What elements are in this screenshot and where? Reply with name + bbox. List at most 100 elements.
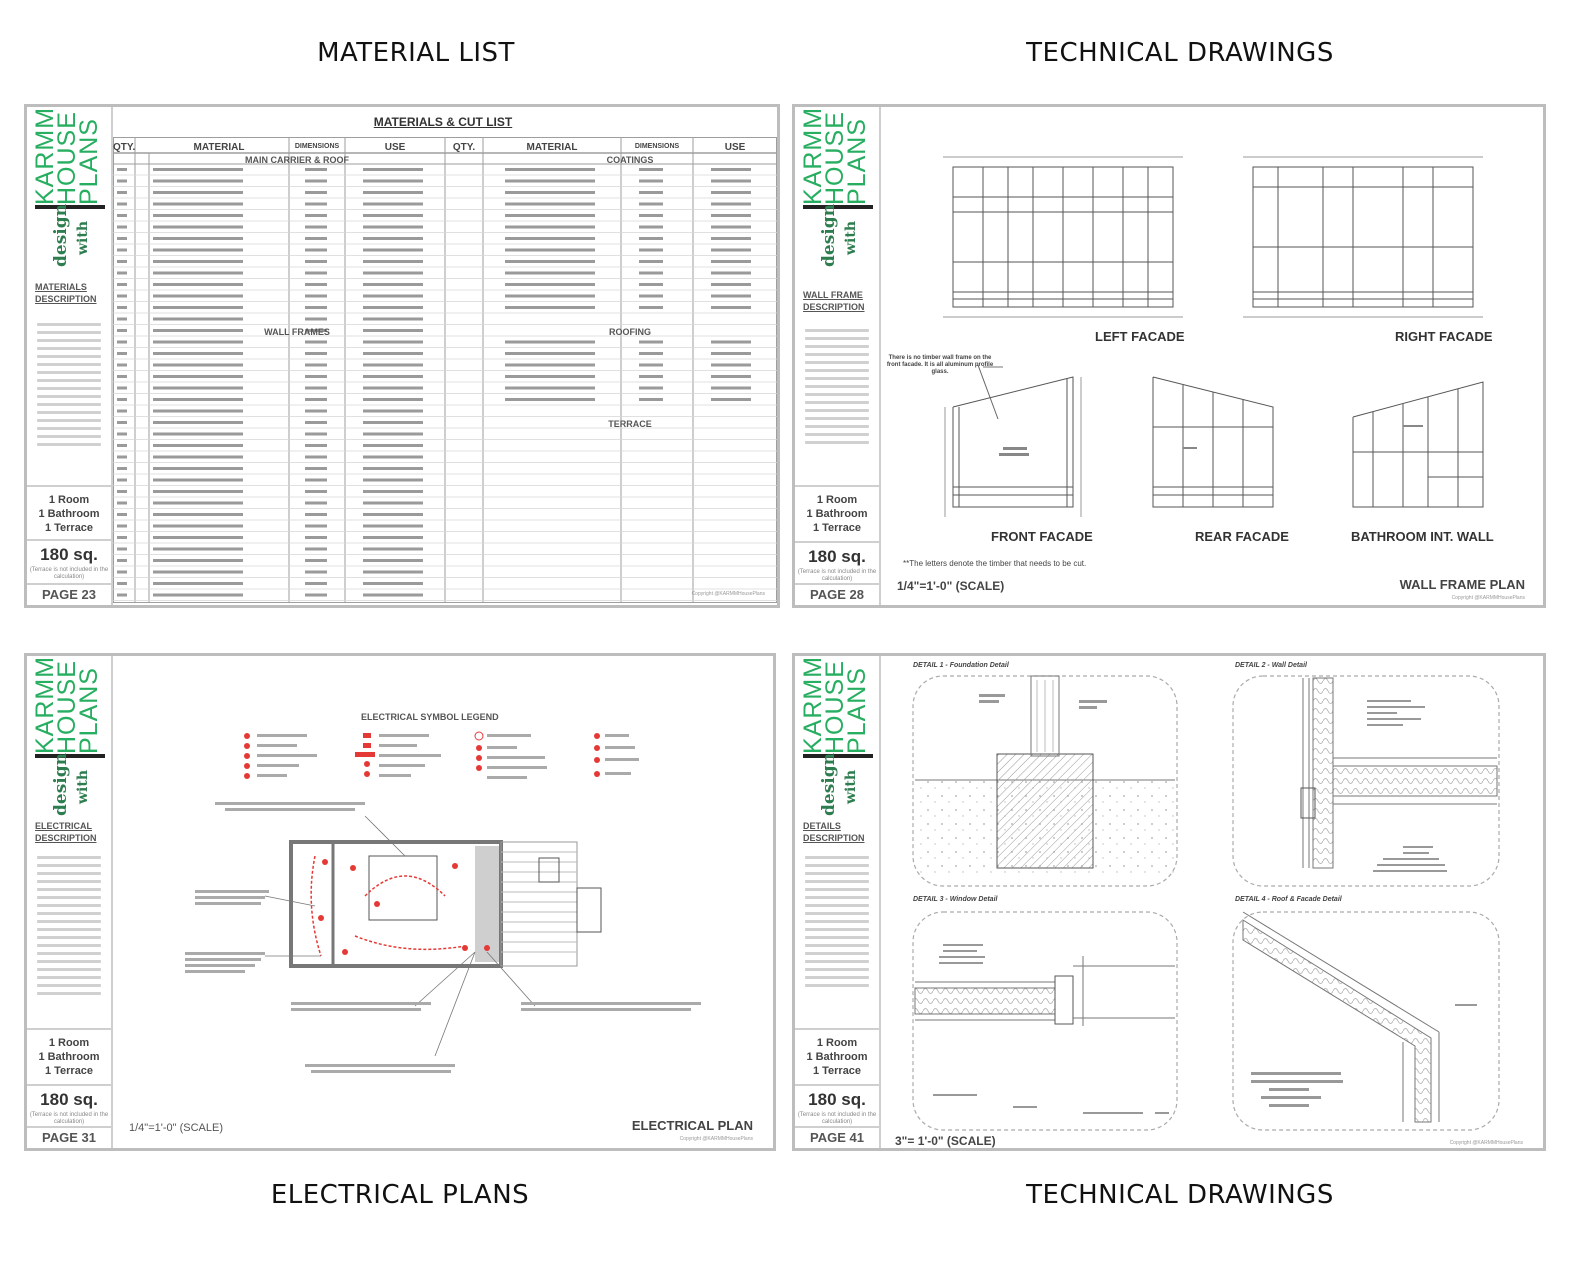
table-cell bbox=[711, 179, 751, 183]
table-cell bbox=[305, 340, 327, 344]
materials-table: MATERIALS & CUT LIST QTY. MATERIAL DIMEN… bbox=[113, 113, 777, 603]
table-cell bbox=[711, 340, 751, 344]
room-summary: 1 Room 1 Bathroom 1 Terrace bbox=[27, 485, 111, 539]
table-cell bbox=[639, 202, 663, 206]
table-title: MATERIALS & CUT LIST bbox=[373, 115, 513, 129]
table-cell bbox=[153, 513, 243, 516]
table-cell bbox=[505, 168, 595, 171]
details-sheet[interactable]: KARMM HOUSE PLANS design with DETAILS DE… bbox=[792, 653, 1546, 1151]
table-cell bbox=[153, 225, 243, 229]
table-cell bbox=[153, 271, 243, 275]
bathroom-count: 1 Bathroom bbox=[38, 1051, 100, 1063]
table-cell bbox=[305, 214, 327, 217]
table-cell bbox=[305, 547, 327, 551]
description-title: MATERIALS DESCRIPTION bbox=[35, 282, 97, 304]
design-label: design bbox=[819, 753, 839, 816]
table-cell bbox=[363, 536, 423, 539]
table-cell bbox=[305, 570, 327, 574]
header-material-2: MATERIAL bbox=[526, 142, 578, 153]
section-coatings: COATINGS bbox=[606, 155, 654, 165]
table-cell bbox=[117, 490, 127, 493]
table-cell bbox=[363, 283, 423, 286]
design-label: design bbox=[51, 753, 71, 816]
table-cell bbox=[305, 467, 327, 470]
bathroom-count: 1 Bathroom bbox=[806, 508, 868, 520]
table-cell bbox=[305, 248, 327, 252]
area-note: (Terrace is not included in the calculat… bbox=[797, 1112, 877, 1125]
header-use-2: USE bbox=[724, 142, 746, 153]
table-cell bbox=[363, 191, 423, 194]
table-cell bbox=[153, 455, 243, 459]
table-cell bbox=[363, 202, 423, 206]
table-cell bbox=[153, 547, 243, 551]
bathroom-wall-label: BATHROOM INT. WALL bbox=[1351, 529, 1494, 544]
table-cell bbox=[117, 283, 127, 286]
table-cell bbox=[505, 294, 595, 298]
area-box: 180 sq. (Terrace is not included in the … bbox=[27, 539, 111, 585]
plan-title: ELECTRICAL PLAN bbox=[631, 1118, 753, 1133]
floor-plan bbox=[289, 840, 602, 968]
detail-1-title: DETAIL 1 - Foundation Detail bbox=[913, 662, 1009, 669]
table-cell bbox=[711, 398, 751, 401]
table-cell bbox=[153, 593, 243, 597]
with-label: with bbox=[75, 220, 91, 255]
table-cell bbox=[711, 191, 751, 194]
copyright: Copyright @KARMMHousePlans bbox=[679, 1136, 753, 1142]
table-cell bbox=[363, 260, 423, 263]
table-cell bbox=[305, 375, 327, 378]
rear-facade-label: REAR FACADE bbox=[1195, 529, 1289, 544]
terrace-count: 1 Terrace bbox=[812, 522, 862, 534]
electrical-plan-drawing bbox=[185, 731, 701, 1073]
table-cell bbox=[505, 237, 595, 240]
table-cell bbox=[117, 260, 127, 263]
table-cell bbox=[117, 225, 127, 229]
table-cell bbox=[153, 260, 243, 263]
section-wall-frames: WALL FRAMES bbox=[264, 327, 330, 337]
table-cell bbox=[153, 478, 243, 482]
table-cell bbox=[305, 386, 327, 390]
table-cell bbox=[305, 524, 327, 528]
section-terrace: TERRACE bbox=[608, 419, 652, 429]
section-main-carrier: MAIN CARRIER & ROOF bbox=[245, 155, 349, 165]
wall-frame-sheet[interactable]: KARMM HOUSE PLANS design with WALL FRAME… bbox=[792, 104, 1546, 608]
material-list-sheet[interactable]: KARMM HOUSE PLANS design with MATERIALS … bbox=[24, 104, 780, 608]
table-cell bbox=[153, 490, 243, 493]
table-cell bbox=[363, 317, 423, 321]
brand-logo: KARMM HOUSE PLANS bbox=[799, 107, 873, 205]
table-cell bbox=[711, 363, 751, 367]
rooms-count: 1 Room bbox=[48, 494, 90, 506]
table-cell bbox=[117, 547, 127, 551]
table-cell bbox=[153, 386, 243, 390]
table-cell bbox=[153, 398, 243, 401]
page-number: PAGE 28 bbox=[795, 583, 879, 605]
brand-line3: PLANS bbox=[75, 667, 103, 754]
table-cell bbox=[363, 582, 423, 585]
area-note: (Terrace is not included in the calculat… bbox=[29, 1112, 109, 1125]
table-cell bbox=[117, 467, 127, 470]
design-label: design bbox=[51, 204, 71, 267]
electrical-sheet[interactable]: KARMM HOUSE PLANS design with ELECTRICAL… bbox=[24, 653, 776, 1151]
design-label: design bbox=[819, 204, 839, 267]
table-cell bbox=[711, 202, 751, 206]
table-cell bbox=[363, 455, 423, 459]
table-cell bbox=[153, 179, 243, 183]
copyright: Copyright @KARMMHousePlans bbox=[1449, 1140, 1523, 1146]
table-cell bbox=[505, 225, 595, 229]
table-cell bbox=[117, 455, 127, 459]
table-cell bbox=[363, 398, 423, 401]
table-cell bbox=[505, 179, 595, 183]
page-number: PAGE 23 bbox=[27, 583, 111, 605]
table-cell bbox=[153, 409, 243, 413]
table-cell bbox=[117, 248, 127, 252]
scale-label: 1/4"=1'-0" (SCALE) bbox=[897, 579, 1005, 593]
with-label: with bbox=[843, 769, 859, 804]
front-facade-label: FRONT FACADE bbox=[991, 529, 1093, 544]
table-cell bbox=[363, 559, 423, 562]
table-cell bbox=[305, 582, 327, 585]
area-box: 180 sq. (Terrace is not included in the … bbox=[795, 1084, 879, 1130]
detail-drawings bbox=[912, 675, 1500, 1131]
wall-detail bbox=[1300, 677, 1498, 869]
area-box: 180 sq. (Terrace is not included in the … bbox=[795, 541, 879, 587]
table-cell bbox=[305, 513, 327, 516]
table-cell bbox=[639, 168, 663, 171]
